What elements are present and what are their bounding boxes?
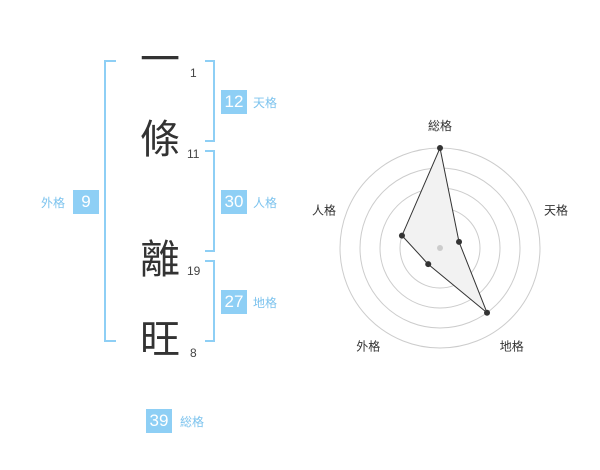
chikaku-value: 27 (221, 290, 247, 314)
radar-axis-label-3: 外格 (356, 339, 380, 354)
radar-point-0 (437, 145, 443, 151)
radar-point-3 (425, 261, 432, 268)
stroke-count-2: 11 (187, 147, 200, 161)
jinkaku-value: 30 (221, 190, 247, 214)
tenkaku-value: 12 (221, 90, 247, 114)
gaikaku-label: 外格 (41, 196, 66, 210)
gaikaku-value: 9 (73, 190, 99, 214)
stroke-count-1: 1 (190, 66, 197, 80)
soukaku-value: 39 (146, 409, 172, 433)
tenkaku-bracket (205, 60, 215, 142)
radar-polygon (401, 146, 488, 314)
stroke-count-3: 19 (187, 264, 201, 278)
radar-axis-label-4: 人格 (312, 202, 336, 217)
soukaku-label: 総格 (180, 415, 205, 429)
chikaku-bracket (205, 260, 215, 342)
radar-axis-label-2: 地格 (500, 339, 524, 354)
stroke-count-4: 8 (190, 346, 197, 360)
jinkaku-label: 人格 (253, 196, 278, 210)
tenkaku-label: 天格 (253, 96, 278, 110)
chikaku-label: 地格 (253, 296, 278, 310)
radar-axis-label-0: 総格 (428, 118, 452, 133)
jinkaku-bracket (205, 150, 215, 252)
gaikaku-bracket (104, 60, 116, 342)
radar-axis-label-1: 天格 (544, 202, 568, 217)
radar-center-dot (437, 245, 443, 251)
radar-point-2 (484, 309, 491, 316)
name-char-1: 一 (140, 37, 180, 83)
radar-point-4 (398, 232, 405, 239)
name-char-4: 旺 (140, 317, 180, 363)
name-char-2: 條 (140, 117, 180, 163)
radar-point-1 (456, 238, 463, 245)
name-char-3: 離 (140, 237, 180, 283)
